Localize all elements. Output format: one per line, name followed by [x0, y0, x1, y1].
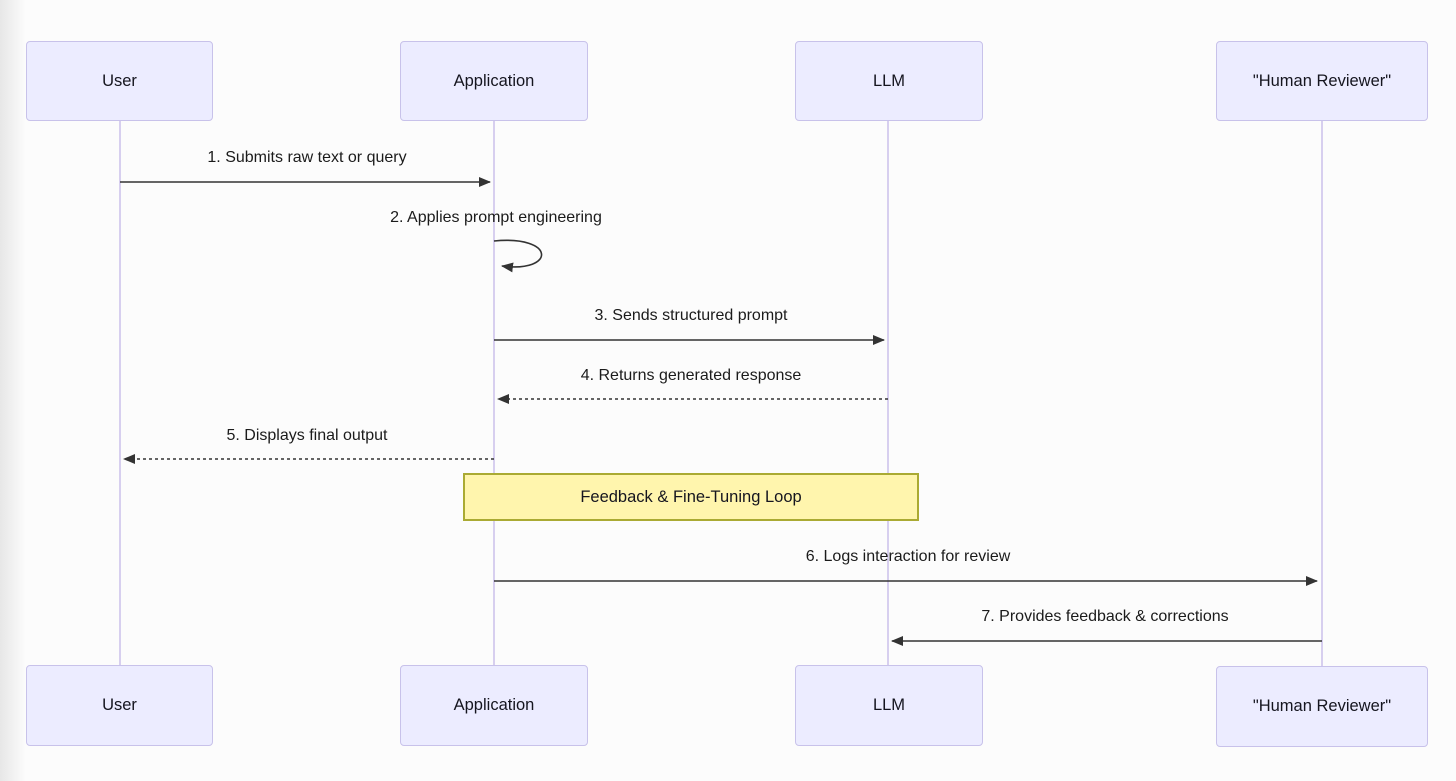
actor-label: "Human Reviewer" [1252, 697, 1392, 715]
message-label-2: 2. Applies prompt engineering [390, 209, 602, 226]
message-label-3: 3. Sends structured prompt [594, 307, 788, 324]
message-label-1: 1. Submits raw text or query [207, 149, 407, 166]
actor-label: Application [453, 71, 535, 90]
message-label-5: 5. Displays final output [226, 427, 388, 444]
actor-bottom-user: User [26, 665, 213, 746]
note-label: Feedback & Fine-Tuning Loop [580, 487, 802, 506]
actor-top-human-reviewer: "Human Reviewer" [1216, 41, 1428, 121]
actor-label: LLM [872, 696, 906, 714]
lifeline-user [119, 121, 121, 665]
lifeline-llm [887, 121, 889, 666]
arrow-2-application-self-loop [493, 239, 543, 273]
actor-top-llm: LLM [795, 41, 983, 121]
actor-label: User [102, 71, 137, 90]
lifeline-application [493, 121, 495, 665]
message-label-6: 6. Logs interaction for review [805, 548, 1011, 565]
actor-label: Application [453, 696, 535, 714]
actor-label: User [102, 696, 137, 714]
actor-bottom-llm: LLM [795, 665, 983, 746]
note-box: Feedback & Fine-Tuning Loop [463, 473, 919, 521]
actor-label: LLM [872, 71, 906, 90]
actor-label: "Human Reviewer" [1252, 71, 1392, 90]
actor-bottom-human-reviewer: "Human Reviewer" [1216, 666, 1428, 747]
message-label-7: 7. Provides feedback & corrections [981, 608, 1229, 625]
lifeline-human-reviewer [1321, 121, 1323, 666]
actor-top-application: Application [400, 41, 588, 121]
actor-top-user: User [26, 41, 213, 121]
left-edge-gradient [0, 0, 26, 781]
actor-bottom-application: Application [400, 665, 588, 746]
message-label-4: 4. Returns generated response [580, 367, 802, 384]
